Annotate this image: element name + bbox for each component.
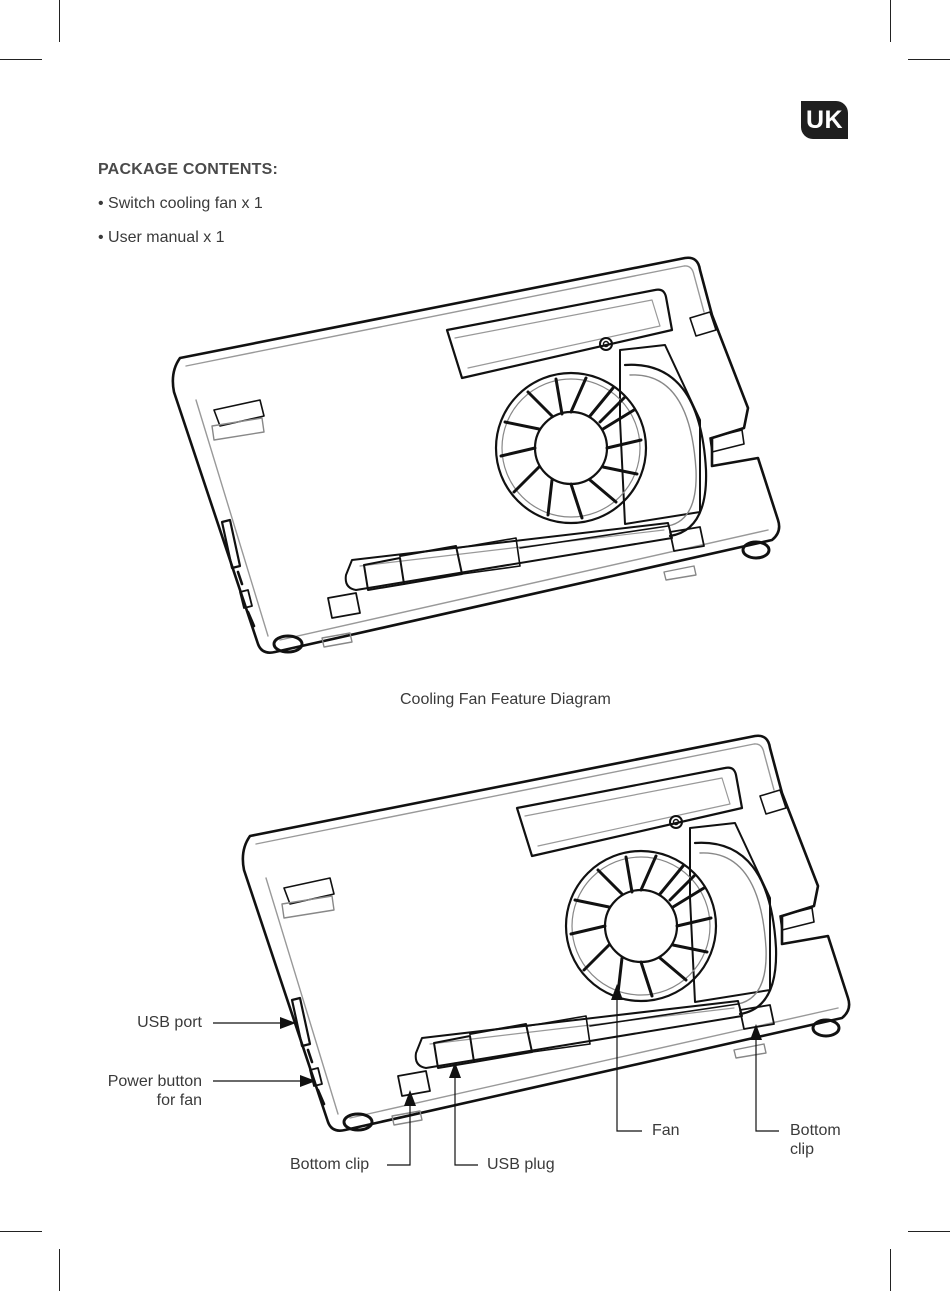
- callout-bottom-clip-right-line: Bottom: [790, 1122, 841, 1139]
- crop-mark: [890, 1249, 891, 1291]
- package-item: • Switch cooling fan x 1: [98, 195, 263, 212]
- language-badge: UK: [801, 101, 848, 139]
- callout-bottom-clip-right: Bottom clip: [790, 1121, 841, 1159]
- callout-lines: [213, 994, 779, 1166]
- callout-fan: Fan: [652, 1122, 680, 1139]
- crop-mark: [59, 1249, 60, 1291]
- callout-usb-port: USB port: [137, 1014, 202, 1031]
- callout-arrowheads: [280, 984, 762, 1106]
- crop-mark: [59, 0, 60, 42]
- crop-mark: [908, 1231, 950, 1232]
- diagram-caption: Cooling Fan Feature Diagram: [400, 691, 611, 708]
- callout-bottom-clip-right-line: clip: [790, 1141, 815, 1158]
- crop-mark: [0, 1231, 42, 1232]
- callout-bottom-clip-left: Bottom clip: [290, 1156, 370, 1173]
- package-item: • User manual x 1: [98, 229, 225, 246]
- crop-mark: [0, 59, 42, 60]
- fan-unit-illustration: [171, 256, 781, 655]
- crop-mark: [890, 0, 891, 42]
- package-heading: PACKAGE CONTENTS:: [98, 161, 278, 178]
- callout-power-button-line: Power button: [107, 1073, 202, 1090]
- callout-power-button: Power button for fan: [60, 1072, 202, 1110]
- callout-power-button-line: for fan: [156, 1092, 202, 1109]
- crop-mark: [908, 59, 950, 60]
- fan-unit-labelled-illustration: [241, 734, 851, 1133]
- callout-usb-plug: USB plug: [487, 1156, 555, 1173]
